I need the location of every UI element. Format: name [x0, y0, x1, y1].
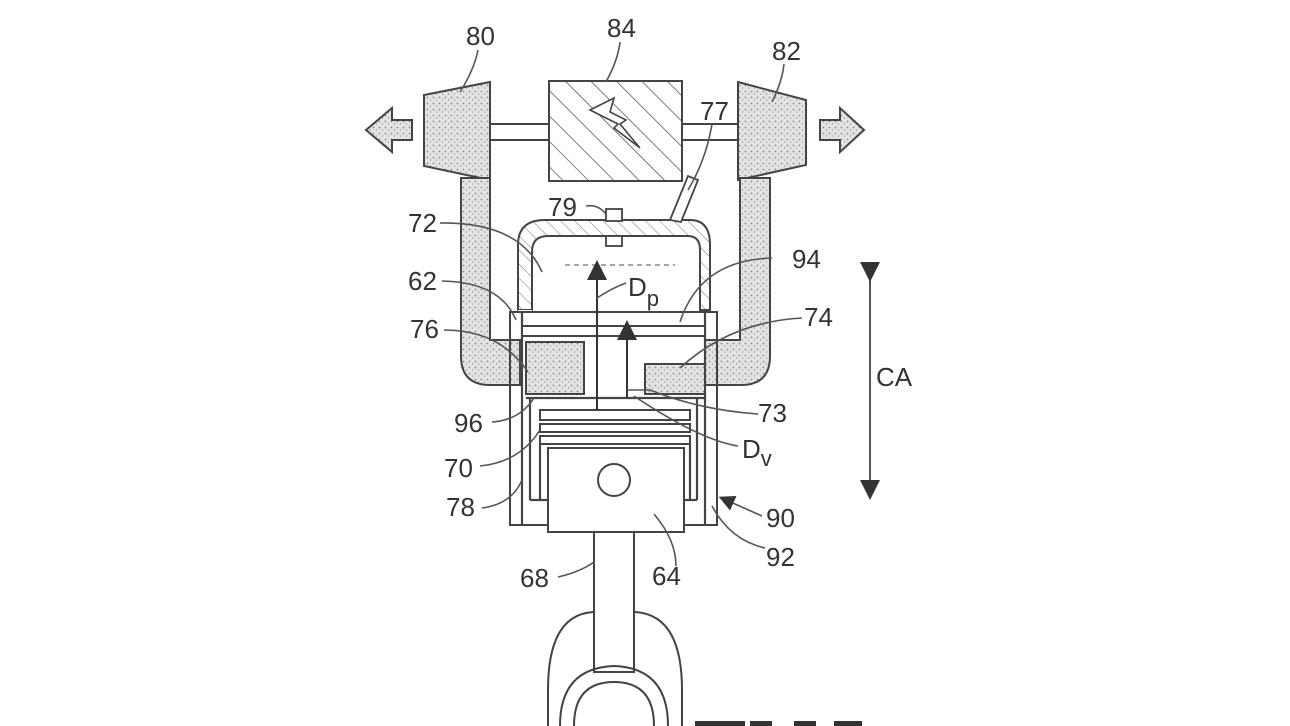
leader-80	[459, 49, 479, 93]
ref-label-80: 80	[466, 21, 495, 51]
connecting-rod-68	[593, 531, 635, 673]
ref-label-62: 62	[408, 266, 437, 296]
piston-crown	[539, 409, 691, 421]
leader-dv	[633, 395, 739, 447]
ref-label-94: 94	[792, 244, 821, 274]
leader-92	[711, 505, 766, 549]
leader-76	[443, 329, 529, 373]
ref-label-77: 77	[700, 96, 729, 126]
leader-70	[479, 429, 541, 467]
ref-label-92: 92	[766, 542, 795, 572]
crank-outer-right	[633, 611, 683, 726]
ref-label-64: 64	[652, 561, 681, 591]
leader-94	[679, 257, 773, 323]
leader-64	[653, 513, 677, 567]
piston-ring-1	[539, 423, 691, 433]
exhaust-duct	[460, 177, 521, 386]
intake-arrow	[819, 105, 866, 155]
ref-label-78: 78	[446, 492, 475, 522]
leader-84	[605, 41, 621, 83]
leader-82	[771, 63, 785, 103]
leader-77	[687, 123, 713, 191]
injector-77	[668, 174, 700, 224]
ref-label-dv: Dv	[742, 434, 772, 471]
lightning-icon	[588, 96, 641, 149]
ref-label-76: 76	[410, 314, 439, 344]
ref-label-74: 74	[804, 302, 833, 332]
generator-84	[548, 80, 683, 182]
intake-duct	[704, 177, 771, 386]
ref-label-73: 73	[758, 398, 787, 428]
ref-label-82: 82	[772, 36, 801, 66]
leader-79	[585, 204, 607, 215]
leader-68	[557, 561, 595, 578]
dv-main: D	[742, 434, 761, 464]
crank-outer	[547, 611, 595, 726]
ref-label-ca: CA	[876, 362, 913, 392]
sleeve-top-94	[521, 325, 706, 337]
ref-label-96: 96	[454, 408, 483, 438]
ref-90-arrow	[718, 495, 763, 517]
ref-label-90: 90	[766, 503, 795, 533]
leader-73	[627, 389, 759, 415]
leader-78	[481, 479, 523, 509]
spark-plug-tip	[605, 235, 623, 247]
turbine-80	[423, 80, 491, 182]
cropped-fig-caption	[695, 721, 862, 726]
leader-74	[679, 317, 803, 369]
dv-sub: v	[761, 446, 772, 471]
compressor-82	[737, 80, 807, 182]
piston-ring-2	[539, 435, 691, 445]
crank-inner	[573, 680, 655, 726]
ref-label-68: 68	[520, 563, 549, 593]
ref-label-70: 70	[444, 453, 473, 483]
intake-port-74	[644, 363, 706, 395]
cylinder-head	[517, 219, 711, 311]
dp-sub: p	[647, 286, 659, 311]
ref-label-72: 72	[408, 208, 437, 238]
leader-dp	[596, 282, 627, 299]
wrist-pin	[597, 463, 631, 497]
dp-main: D	[628, 272, 647, 302]
ref-label-84: 84	[607, 13, 636, 43]
exhaust-port-76	[525, 341, 585, 395]
leader-72	[439, 222, 543, 273]
ref-label-dp: Dp	[628, 272, 659, 311]
leader-96	[491, 397, 535, 423]
ref-label-79: 79	[548, 192, 577, 222]
exhaust-arrow	[364, 105, 413, 155]
spark-plug-79	[605, 208, 623, 222]
crank-ring	[559, 664, 669, 726]
leader-62	[441, 280, 517, 321]
